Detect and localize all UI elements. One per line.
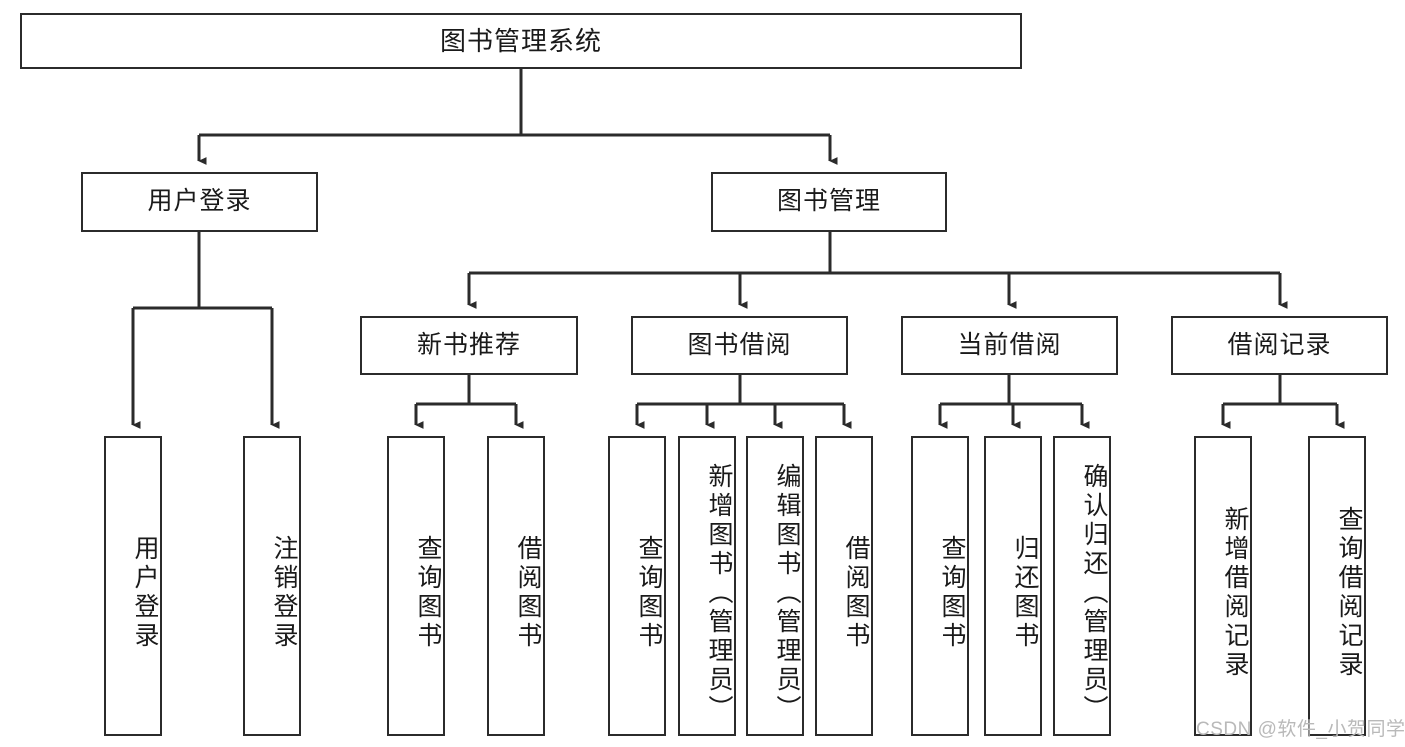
- leaf-return-book-label: 归还图书: [1011, 535, 1039, 651]
- leaf-add-borrow-record-label: 新增借阅记录: [1221, 506, 1249, 680]
- leaf-borrow-book-nb[interactable]: 借阅图书: [487, 436, 545, 736]
- node-current-borrow[interactable]: 当前借阅: [901, 316, 1118, 375]
- leaf-query-book-cb[interactable]: 查询图书: [911, 436, 969, 736]
- node-book-management[interactable]: 图书管理: [711, 172, 947, 232]
- leaf-edit-book-admin-label: 编辑图书（管理员）: [773, 462, 801, 724]
- leaf-borrow-book-bb[interactable]: 借阅图书: [815, 436, 873, 736]
- leaf-user-login-label: 用户登录: [131, 535, 159, 651]
- leaf-query-borrow-record[interactable]: 查询借阅记录: [1308, 436, 1366, 736]
- node-book-management-label: 图书管理: [776, 187, 881, 216]
- leaf-confirm-return-admin[interactable]: 确认归还（管理员）: [1053, 436, 1111, 736]
- node-borrow-record[interactable]: 借阅记录: [1171, 316, 1388, 375]
- leaf-query-book-bb[interactable]: 查询图书: [608, 436, 666, 736]
- node-root-label: 图书管理系统: [439, 25, 602, 56]
- node-borrow-record-label: 借阅记录: [1227, 330, 1332, 359]
- leaf-borrow-book-nb-label: 借阅图书: [514, 535, 542, 651]
- leaf-add-borrow-record[interactable]: 新增借阅记录: [1194, 436, 1252, 736]
- leaf-borrow-book-bb-label: 借阅图书: [842, 535, 870, 651]
- leaf-query-book-nb-label: 查询图书: [414, 535, 442, 651]
- node-user-login-label: 用户登录: [147, 187, 252, 216]
- leaf-confirm-return-admin-label: 确认归还（管理员）: [1080, 462, 1108, 724]
- leaf-add-book-admin[interactable]: 新增图书（管理员）: [678, 436, 736, 736]
- node-new-book-recommend-label: 新书推荐: [416, 330, 521, 359]
- csdn-watermark-text: CSDN @软件_小贺同学: [1196, 719, 1405, 740]
- leaf-edit-book-admin[interactable]: 编辑图书（管理员）: [746, 436, 804, 736]
- node-user-login[interactable]: 用户登录: [81, 172, 318, 232]
- leaf-query-book-cb-label: 查询图书: [938, 535, 966, 651]
- leaf-query-book-bb-label: 查询图书: [635, 535, 663, 651]
- leaf-logout-label: 注销登录: [270, 535, 298, 651]
- leaf-query-book-nb[interactable]: 查询图书: [387, 436, 445, 736]
- node-root[interactable]: 图书管理系统: [20, 13, 1022, 69]
- node-current-borrow-label: 当前借阅: [957, 330, 1062, 359]
- leaf-return-book[interactable]: 归还图书: [984, 436, 1042, 736]
- csdn-watermark: CSDN @软件_小贺同学: [1196, 714, 1405, 741]
- leaf-add-book-admin-label: 新增图书（管理员）: [705, 462, 733, 724]
- node-new-book-recommend[interactable]: 新书推荐: [360, 316, 578, 375]
- node-book-borrow[interactable]: 图书借阅: [631, 316, 848, 375]
- leaf-query-borrow-record-label: 查询借阅记录: [1335, 506, 1363, 680]
- node-book-borrow-label: 图书借阅: [687, 330, 792, 359]
- leaf-logout[interactable]: 注销登录: [243, 436, 301, 736]
- leaf-user-login[interactable]: 用户登录: [104, 436, 162, 736]
